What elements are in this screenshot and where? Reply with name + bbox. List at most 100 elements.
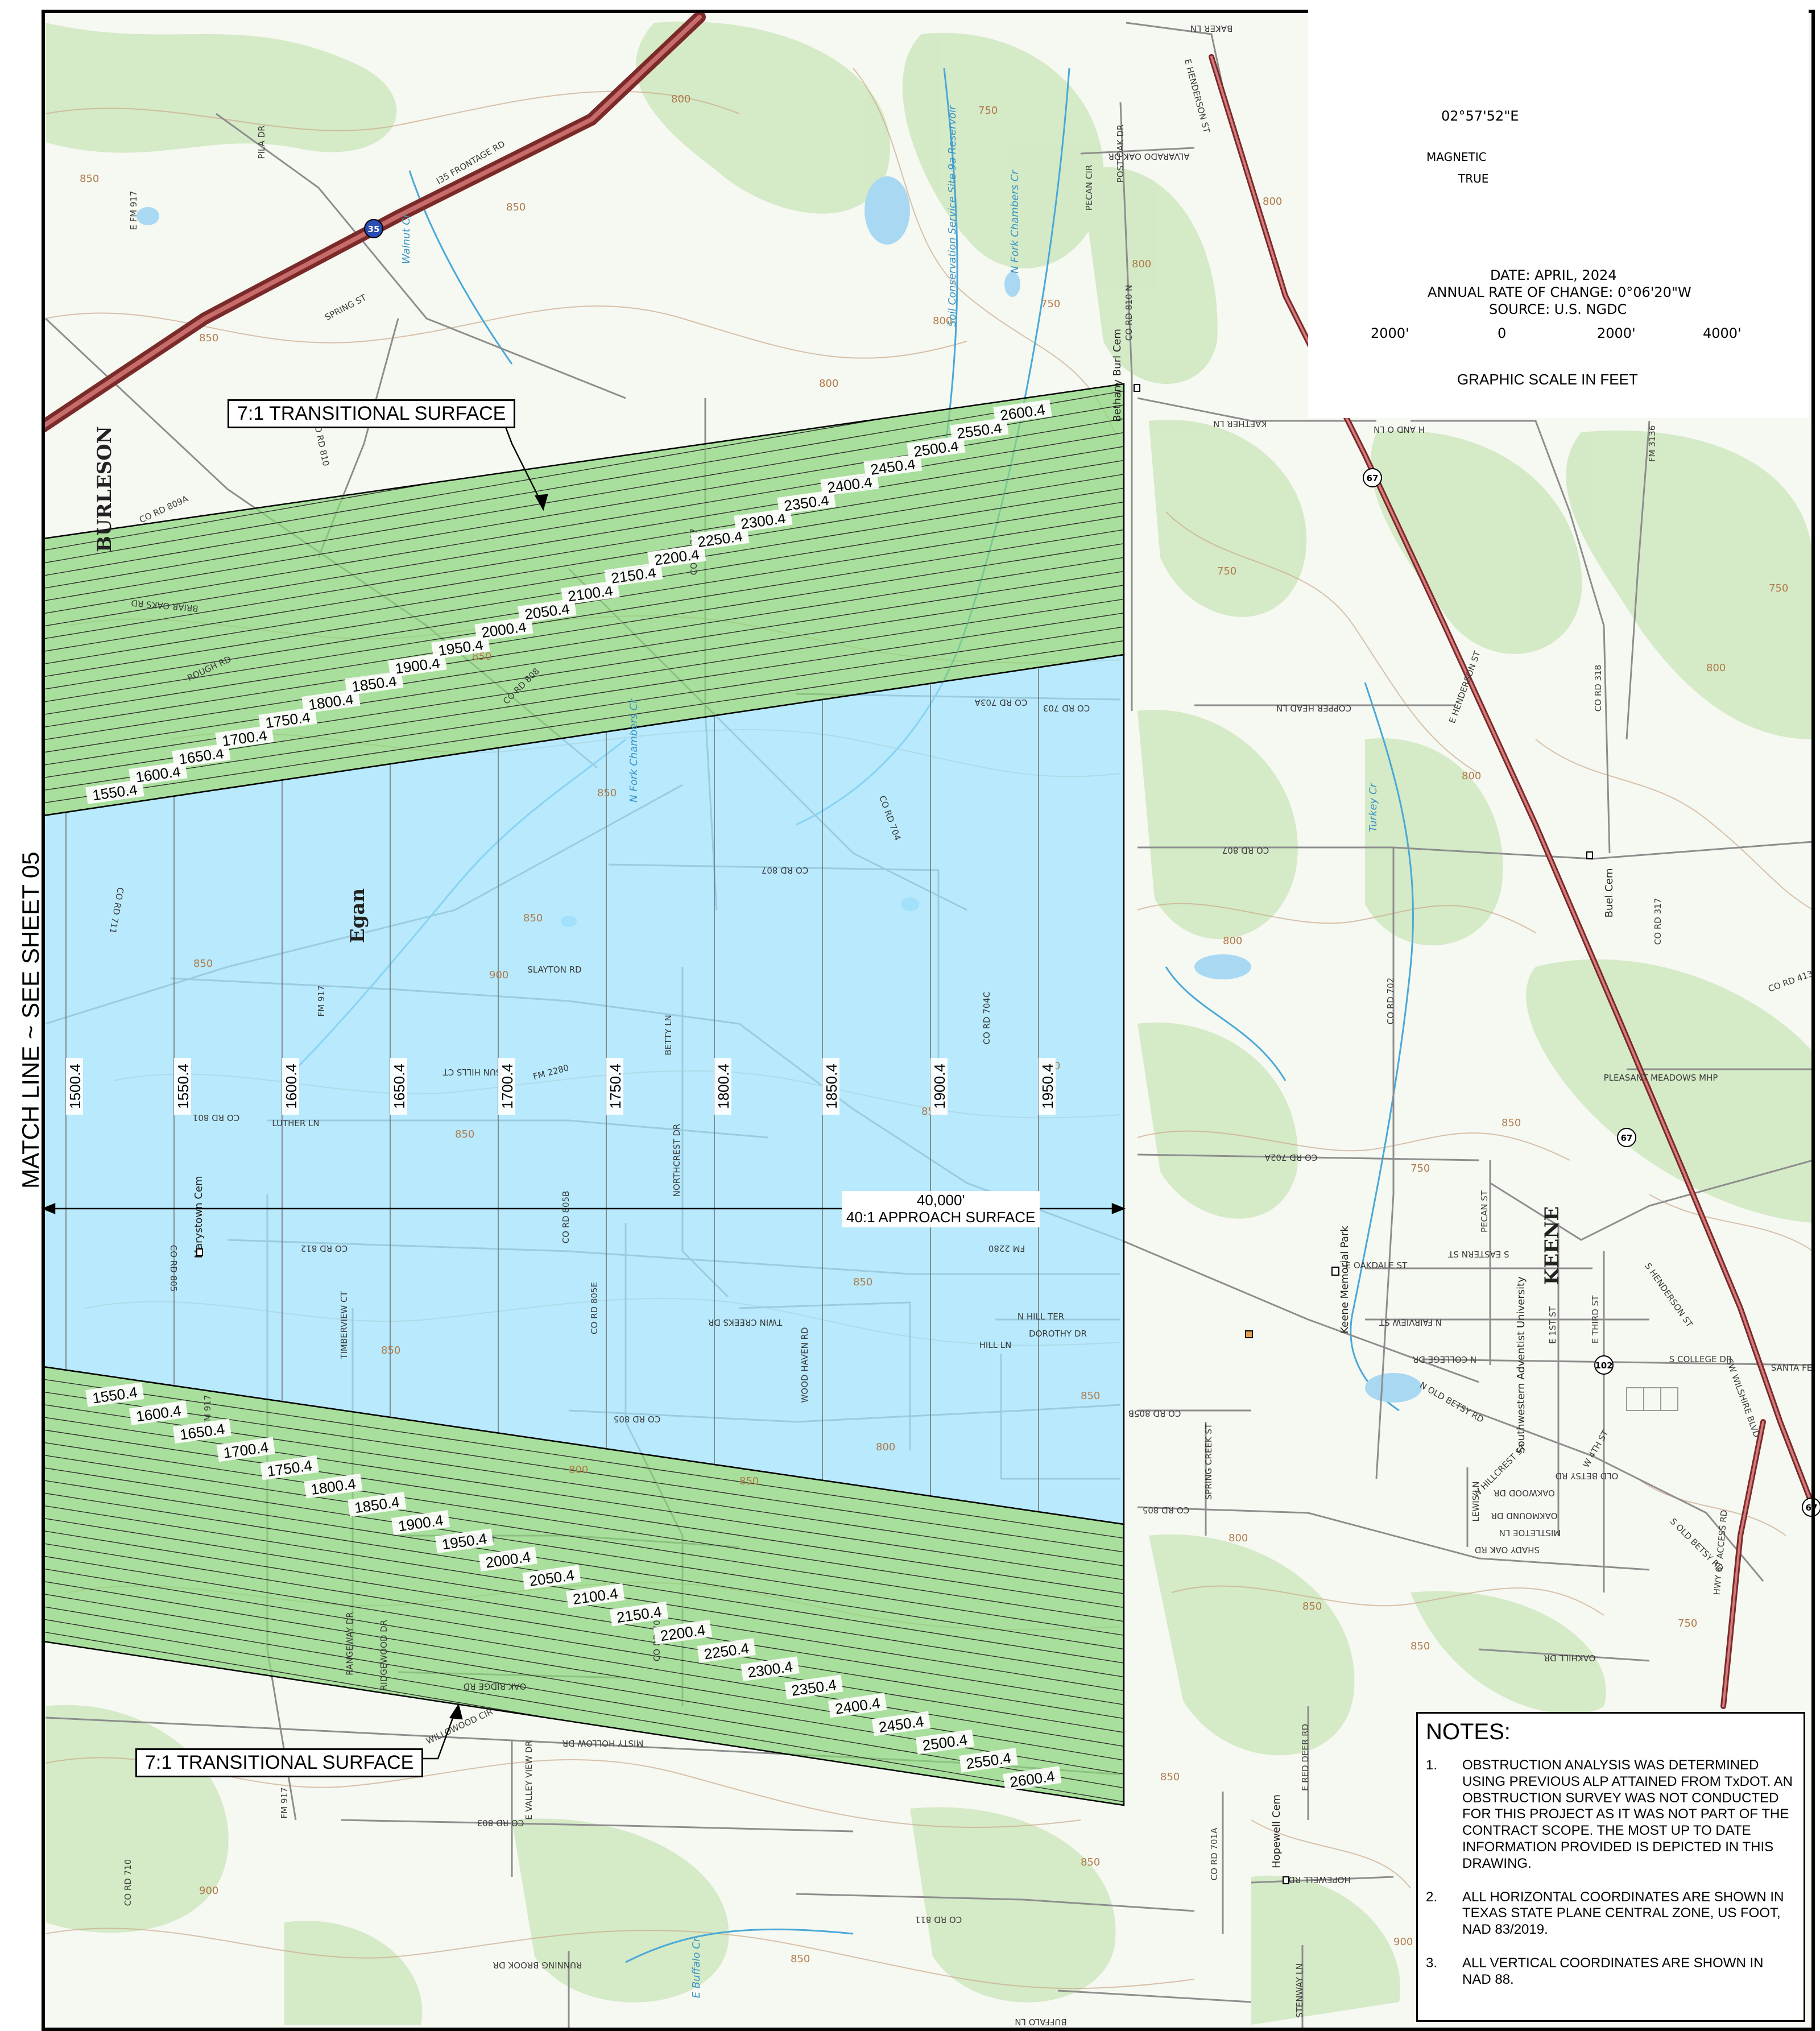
note-item: 3. ALL VERTICAL COORDINATES ARE SHOWN IN… bbox=[1426, 1955, 1796, 1988]
note-item: 2. ALL HORIZONTAL COORDINATES ARE SHOWN … bbox=[1426, 1889, 1796, 1938]
spot-elevation: 800 bbox=[569, 1464, 588, 1476]
scale-caption: GRAPHIC SCALE IN FEET bbox=[1457, 371, 1638, 388]
road-label: CO RD 805 bbox=[1143, 1505, 1189, 1515]
place-label: Egan bbox=[346, 888, 369, 943]
spot-elevation: 750 bbox=[1410, 1163, 1430, 1174]
road-label: CO RD 801 bbox=[193, 1112, 239, 1123]
contour-label-bottom: 1550.4 bbox=[85, 1382, 144, 1407]
road-label: SANTA FE bbox=[1771, 1363, 1812, 1373]
place-label: Marystown Cem bbox=[193, 1176, 205, 1258]
road-label: E RED DEER RD bbox=[1300, 1724, 1310, 1791]
contour-label-approach: 1950.4 bbox=[1039, 1058, 1056, 1115]
spot-elevation: 850 bbox=[1502, 1117, 1521, 1129]
spot-elevation: 850 bbox=[853, 1276, 872, 1288]
road-label: CO RD 805 bbox=[614, 1414, 660, 1424]
contour-label-top: 2450.4 bbox=[863, 453, 923, 479]
spot-elevation: 900 bbox=[199, 1885, 218, 1897]
svg-text:67: 67 bbox=[1621, 1133, 1633, 1143]
road-label: CO RD 703A bbox=[974, 697, 1027, 708]
road-label: CO RD 702A bbox=[1264, 1152, 1317, 1163]
spot-elevation: 850 bbox=[472, 651, 491, 663]
highway-shield: 67 bbox=[1363, 468, 1382, 487]
place-label: Buel Cem bbox=[1603, 868, 1615, 918]
spot-elevation: 850 bbox=[80, 173, 99, 185]
contour-label-approach: 1800.4 bbox=[714, 1058, 732, 1115]
road-label: TIMBERVIEW CT bbox=[339, 1291, 349, 1360]
road-label: CO RD 701A bbox=[1209, 1827, 1219, 1880]
declination-date: DATE: APRIL, 2024 bbox=[1490, 267, 1617, 283]
svg-text:1600.4: 1600.4 bbox=[283, 1064, 300, 1109]
road-label: CO RD 703 bbox=[1043, 703, 1090, 713]
svg-text:1900.4: 1900.4 bbox=[931, 1064, 948, 1109]
road-label: DOROTHY DR bbox=[1029, 1329, 1087, 1339]
road-label: WOOD HAVEN RD bbox=[800, 1327, 810, 1403]
place-label: Bethany Burl Cem bbox=[1111, 329, 1123, 422]
road-label: S COLLEGE DR bbox=[1669, 1354, 1732, 1364]
road-label: CO RD 812 bbox=[301, 1243, 348, 1254]
note-number: 2. bbox=[1426, 1889, 1438, 1905]
road-label: CO RD 702 bbox=[1385, 978, 1396, 1024]
highway-shield: 67 bbox=[1802, 1498, 1820, 1517]
scale-label-left: 2000' bbox=[1371, 325, 1409, 341]
road-label: CO RD 811 bbox=[915, 1914, 962, 1925]
svg-text:1550.4: 1550.4 bbox=[175, 1064, 192, 1109]
approach-length: 40,000' bbox=[916, 1192, 965, 1209]
road-label: OAK RIDGE RD bbox=[464, 1681, 527, 1691]
vegetation bbox=[46, 21, 1813, 2025]
road-label: PECAN CIR bbox=[1084, 165, 1094, 211]
road-label: LUTHER LN bbox=[272, 1118, 319, 1128]
note-item: 1. OBSTRUCTION ANALYSIS WAS DETERMINED U… bbox=[1426, 1757, 1796, 1872]
match-line-label: MATCH LINE ~ SEE SHEET 05 bbox=[17, 851, 44, 1189]
spot-elevation: 750 bbox=[1041, 298, 1060, 310]
true-label: TRUE bbox=[1458, 172, 1489, 185]
spot-elevation: 850 bbox=[597, 787, 617, 799]
road-label: ALVARADO OAK DR bbox=[1108, 151, 1189, 162]
road-label: SUN HILLS CT bbox=[442, 1067, 502, 1077]
contour-label-approach: 1900.4 bbox=[930, 1058, 948, 1115]
road-label: CO RD 810 N bbox=[1124, 285, 1134, 341]
contour-label-bottom: 2200.4 bbox=[653, 1620, 712, 1645]
spot-elevation: 850 bbox=[199, 332, 218, 344]
road-label: S EASTERN ST bbox=[1448, 1249, 1509, 1259]
road-label: COPPER HEAD LN bbox=[1276, 703, 1351, 713]
contour-label-approach: 1700.4 bbox=[498, 1058, 516, 1115]
place-label: Walnut Cr bbox=[400, 213, 412, 264]
road-label: H AND O LN bbox=[1374, 424, 1425, 435]
contour-label-top: 1850.4 bbox=[345, 671, 404, 696]
road-label: SPRING CREEK ST bbox=[1203, 1423, 1214, 1500]
place-label: N Fork Chambers Cr bbox=[1009, 169, 1021, 274]
spot-elevation: 750 bbox=[1769, 582, 1788, 594]
highway-shield: 67 bbox=[1617, 1128, 1636, 1147]
road-label: CO RD 805E bbox=[589, 1282, 599, 1334]
road-label: MISTY HOLLOW DR bbox=[562, 1738, 644, 1748]
spot-elevation: 900 bbox=[489, 969, 508, 981]
contour-label-top: 1800.4 bbox=[301, 689, 361, 714]
approach-surface-callout: 40,000' 40:1 APPROACH SURFACE bbox=[842, 1191, 1040, 1227]
scale-label-right: 4000' bbox=[1703, 325, 1742, 341]
spot-elevation: 850 bbox=[506, 201, 526, 213]
bottom-transitional-surface-callout: 7:1 TRANSITIONAL SURFACE bbox=[135, 1748, 424, 1778]
contour-label-approach: 1750.4 bbox=[606, 1058, 624, 1115]
road-label: E VALLEY VIEW DR bbox=[524, 1740, 534, 1820]
place-label: E Buffalo Cr bbox=[690, 1937, 702, 1998]
spot-elevation: 800 bbox=[1228, 1532, 1248, 1544]
declination-value: 02°57'52"E bbox=[1441, 108, 1519, 124]
place-label: Southwestern Adventist University bbox=[1515, 1276, 1527, 1454]
road-label: KAETHER LN bbox=[1213, 419, 1267, 429]
place-label: N Fork Chambers Cr bbox=[628, 698, 640, 803]
spot-elevation: 800 bbox=[1706, 662, 1726, 674]
spot-elevation: 800 bbox=[1223, 935, 1242, 947]
road-label: FM 917 bbox=[279, 1788, 289, 1819]
road-label: E THIRD ST bbox=[1590, 1295, 1600, 1343]
note-text: OBSTRUCTION ANALYSIS WAS DETERMINED USIN… bbox=[1462, 1757, 1793, 1871]
road-label: LEWIS LN bbox=[1471, 1482, 1481, 1522]
road-label: MISTLETOE LN bbox=[1499, 1528, 1561, 1538]
spot-elevation: 850 bbox=[1302, 1600, 1322, 1612]
highway-shield: 35 bbox=[364, 219, 383, 238]
road-label: FM 917 bbox=[202, 1395, 213, 1426]
note-text: ALL VERTICAL COORDINATES ARE SHOWN IN NA… bbox=[1462, 1955, 1764, 1987]
road-label: E 1ST ST bbox=[1548, 1306, 1558, 1344]
svg-text:1650.4: 1650.4 bbox=[391, 1064, 408, 1109]
